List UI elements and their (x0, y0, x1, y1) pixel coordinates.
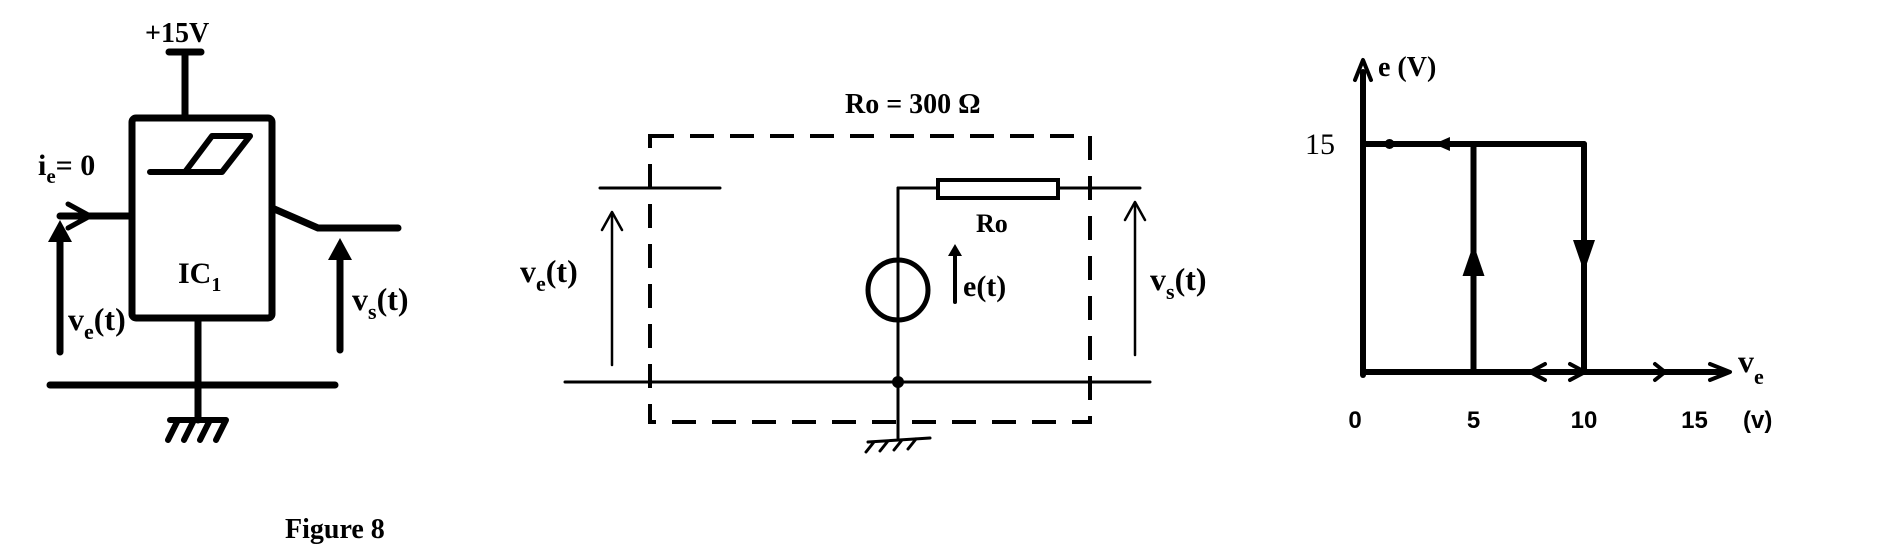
output-lead (268, 204, 402, 232)
equivalent-circuit: Ro = 300 Ω ve(t) e(t) Ro vs(t) (520, 89, 1207, 454)
x-tick-0: 0 (1348, 407, 1361, 434)
high-level-dot (1384, 139, 1395, 149)
source-label: e(t) (963, 270, 1006, 303)
ro-value-label: Ro = 300 Ω (845, 89, 981, 120)
high-level-left-arrow-icon (1433, 137, 1450, 151)
ground-icon-2 (864, 436, 932, 454)
e-arrowhead-icon (948, 244, 962, 256)
x-unit-label: (v) (1743, 407, 1772, 434)
x-axis-label: ve (1738, 343, 1764, 389)
vs-voltage-arrowhead-icon (1123, 200, 1147, 222)
falling-arrow-icon (1573, 240, 1595, 272)
y-tick-15: 15 (1305, 128, 1335, 161)
ground-icon (165, 417, 229, 443)
input-current-label: ie= 0 (38, 149, 95, 188)
ve-arrowhead-icon (48, 220, 72, 242)
x-tick-10: 10 (1571, 407, 1598, 434)
input-current-arrow-icon (65, 201, 93, 231)
resistor-label: Ro (976, 209, 1008, 238)
figure-caption: Figure 8 (285, 514, 385, 545)
ve-label: ve(t) (68, 301, 126, 344)
vs-label: vs(t) (352, 281, 409, 324)
x-axis-arrowhead-icon (1708, 362, 1732, 382)
x-tick-15: 15 (1681, 407, 1708, 434)
dashed-enclosure (648, 134, 1092, 424)
y-axis-arrowhead-icon (1353, 58, 1373, 82)
rising-arrow-icon (1462, 244, 1485, 276)
resistor-icon (936, 178, 1060, 200)
vs-arrowhead-icon (328, 238, 352, 260)
ve-voltage-arrowhead-icon (600, 210, 624, 232)
hysteresis-symbol-icon (147, 133, 253, 175)
x-tick-5: 5 (1467, 407, 1480, 434)
ic-block-diagram: +15V IC1 ie= 0 ve(t) vs(t) (38, 18, 409, 443)
vs-label-2: vs(t) (1150, 261, 1207, 304)
ic-name: IC1 (178, 257, 221, 296)
y-axis-label: e (V) (1378, 52, 1436, 83)
transfer-characteristic: e (V) ve 15 0 5 10 15 (v) (1305, 52, 1772, 434)
supply-voltage-label: +15V (145, 18, 209, 49)
ve-label-2: ve(t) (520, 253, 578, 296)
x-axis-direction-marks (1528, 362, 1667, 382)
